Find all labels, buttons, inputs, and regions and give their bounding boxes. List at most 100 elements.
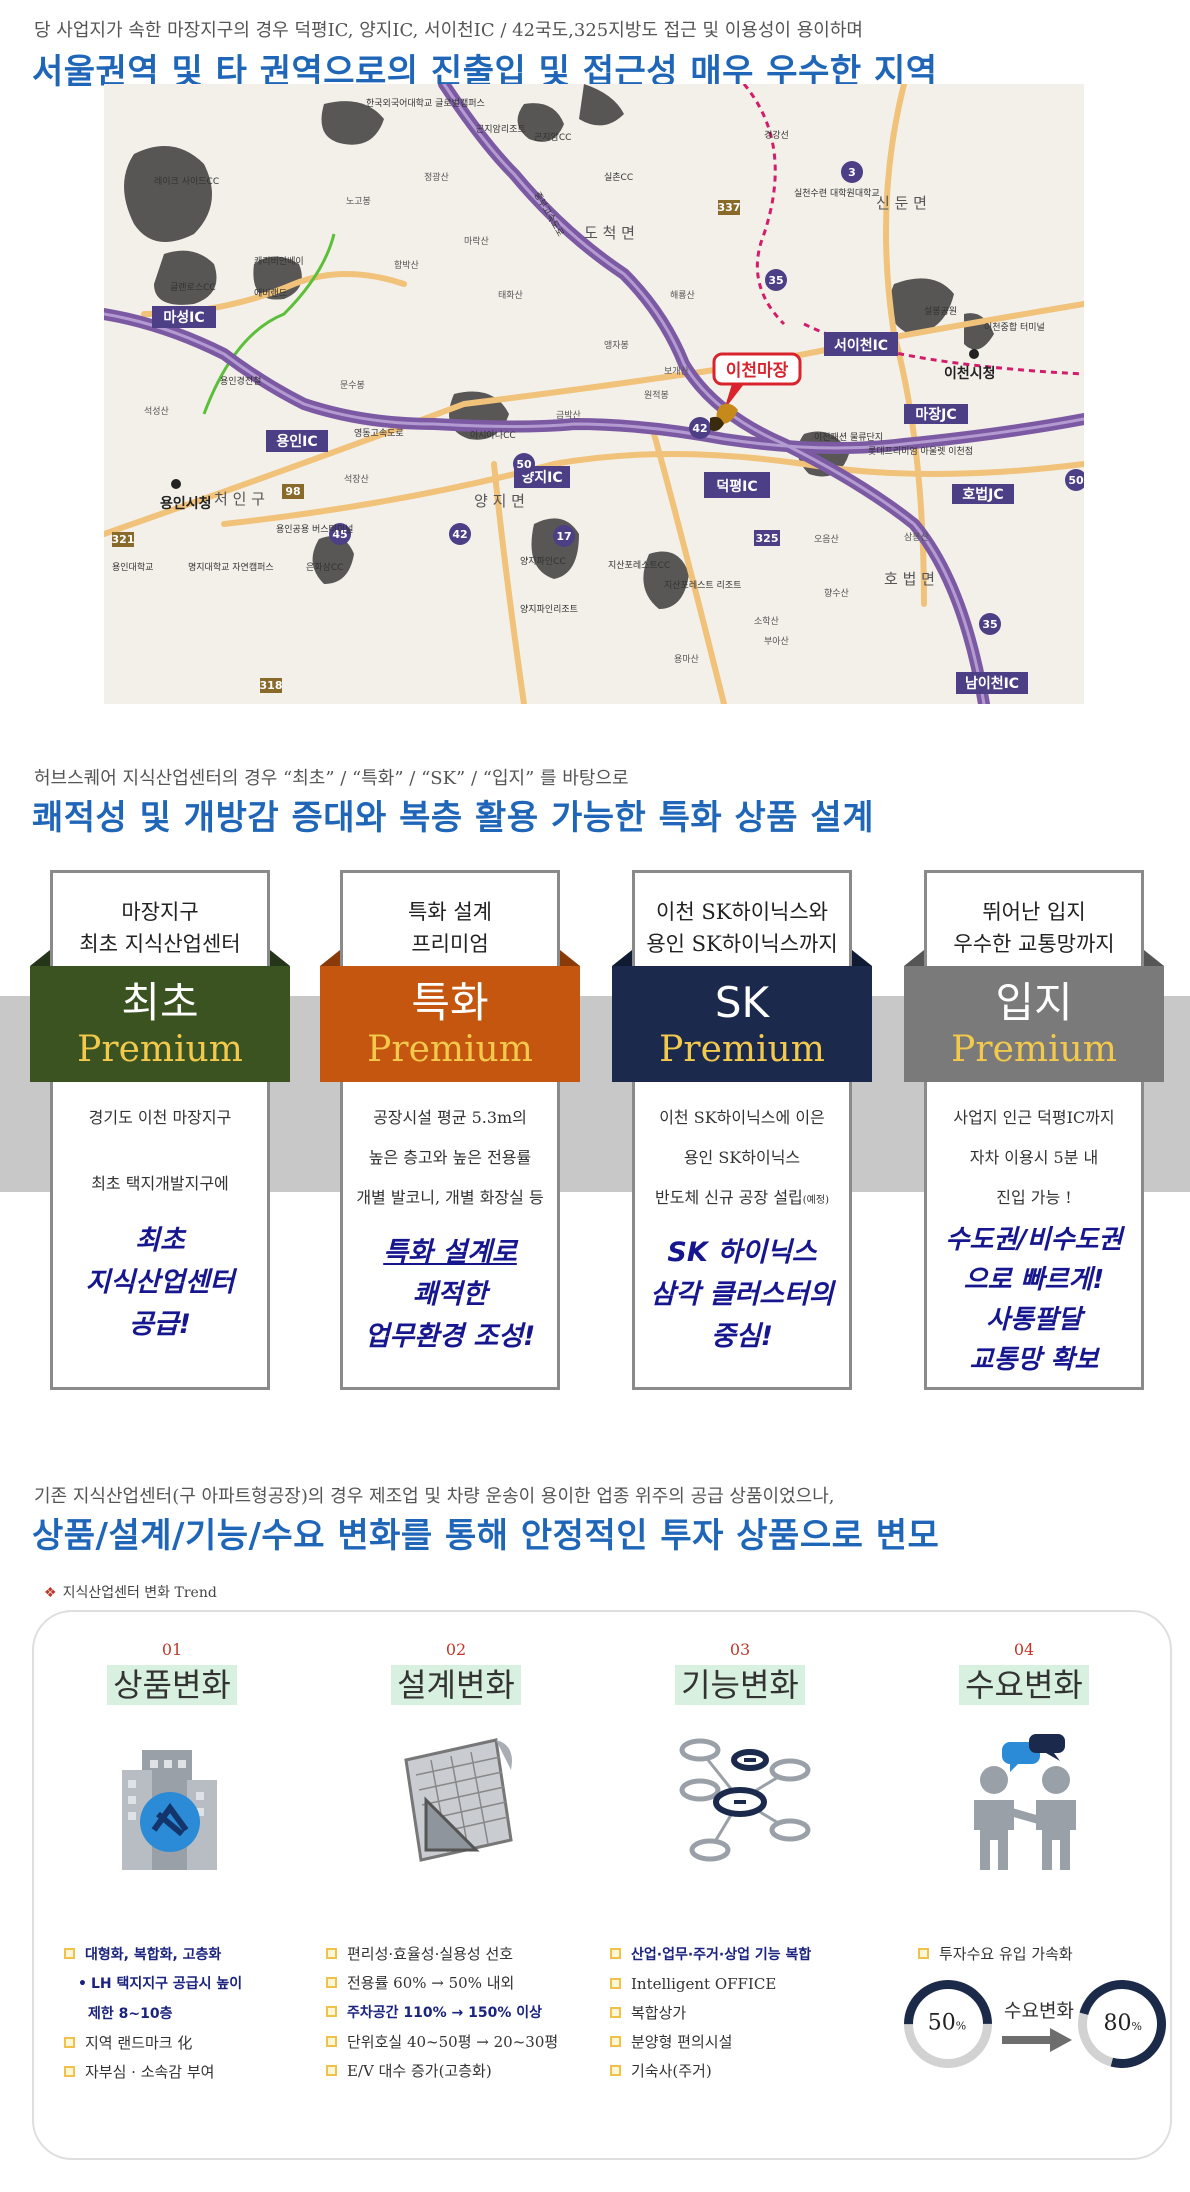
site-marker: 이천마장 xyxy=(710,352,802,432)
card-body: 공장시설 평균 5.3m의 높은 층고와 높은 전용률 개별 발코니, 개별 화… xyxy=(340,1098,560,1218)
road-number: 321 xyxy=(112,533,135,546)
card-highlight-line: 중심! xyxy=(711,1321,773,1352)
card-body-line: 공장시설 평균 5.3m의 xyxy=(373,1108,527,1127)
trend-label: ❖지식산업센터 변화 Trend xyxy=(44,1585,217,1601)
card-ribbon: 입지 Premium xyxy=(904,950,1164,1082)
map-ic-label: 서이천IC xyxy=(834,337,888,354)
road-number: 50 xyxy=(1068,474,1084,487)
card-premium-label: Premium xyxy=(77,1029,243,1070)
map-place: 용인경전철 xyxy=(220,375,261,387)
trend-title: 상품변화 xyxy=(107,1665,237,1705)
trend-title: 기능변화 xyxy=(675,1665,805,1705)
card-body-line: 최초 택지개발지구에 xyxy=(91,1174,229,1193)
card-head-line: 용인 SK하이닉스까지 xyxy=(646,932,838,956)
premium-card-special: 특화 설계 프리미엄 특화 Premium 공장시설 평균 5.3m의 높은 층… xyxy=(320,870,580,1390)
checkbox-icon xyxy=(326,1947,337,1959)
trend-list-design: 편리성·효율성·실용성 선호 전용률 60% → 50% 내외 주차공간 110… xyxy=(326,1940,616,2086)
trend-item: 분양형 편의시설 xyxy=(610,2028,900,2057)
road-number: 35 xyxy=(982,618,997,631)
map-mountain: 마락산 xyxy=(464,235,489,247)
card-body-note: (예정) xyxy=(802,1195,829,1206)
checkbox-icon xyxy=(610,2035,621,2047)
trend-number: 01 xyxy=(161,1640,183,1659)
card-body-line: 개별 발코니, 개별 화장실 등 xyxy=(356,1188,544,1207)
checkbox-icon xyxy=(610,2006,621,2018)
road-number: 42 xyxy=(452,528,467,541)
card-highlight-line: 공급! xyxy=(129,1309,191,1340)
road-number: 42 xyxy=(692,422,707,435)
road-number: 35 xyxy=(768,274,783,287)
map-place: 아시아나CC xyxy=(470,430,516,441)
arrow-right-icon xyxy=(1002,2028,1072,2052)
card-head-line: 특화 설계 xyxy=(408,900,492,924)
map-mountain: 향수산 xyxy=(824,587,849,599)
card-frame xyxy=(924,870,1144,1390)
checkbox-icon xyxy=(610,1977,621,1989)
card-head: 뛰어난 입지 우수한 교통망까지 xyxy=(924,896,1144,960)
map-mountain: 용마산 xyxy=(674,654,699,665)
trend-column-demand: 04 수요변화 xyxy=(884,1640,1164,1870)
map-mountain: 부아산 xyxy=(764,636,789,647)
map-place: 곤지암CC xyxy=(534,131,571,143)
map-place: 곤지암리조트 xyxy=(476,123,526,135)
map-place: 지산포레스트 리조트 xyxy=(664,580,741,591)
map-mountain: 석성산 xyxy=(144,406,169,417)
road-number: 50 xyxy=(516,458,532,471)
road-number: 3 xyxy=(848,166,856,179)
map-place-icheon-cityhall: 이천시청 xyxy=(944,365,996,382)
checkbox-icon xyxy=(326,2064,337,2076)
map-place: 레이크 사이드CC xyxy=(154,176,219,187)
card-highlight-line: 삼각 클러스터의 xyxy=(650,1279,834,1310)
card-body-line: 사업지 인근 덕평IC까지 xyxy=(953,1108,1115,1127)
map-place: 명지대학교 자연캠퍼스 xyxy=(188,561,274,573)
map-place: 경강선 xyxy=(764,129,789,141)
map-district: 처 인 구 xyxy=(214,490,265,508)
card-highlight-line: 사통팔달 xyxy=(986,1305,1082,1335)
trend-title: 설계변화 xyxy=(391,1665,521,1705)
checkbox-icon xyxy=(610,2064,621,2076)
map-place: 양지파인리조트 xyxy=(520,604,578,615)
map-place: 이천패션 물류단지 xyxy=(814,432,883,443)
network-icon xyxy=(679,1738,811,1862)
map-mountain: 소학산 xyxy=(754,616,779,627)
trend-item: LH 택지지구 공급시 높이 xyxy=(64,1970,354,1999)
card-head-line: 마장지구 xyxy=(121,900,199,924)
premium-card-sk: 이천 SK하이닉스와 용인 SK하이닉스까지 SK Premium 이천 SK하… xyxy=(612,870,872,1390)
checkbox-icon xyxy=(326,2005,337,2017)
map-place-yongin-cityhall: 용인시청 xyxy=(160,495,212,512)
card-big-label: 최초 xyxy=(121,978,199,1027)
card-highlight-line: 쾌적한 xyxy=(412,1279,488,1310)
map-place: 실촌CC xyxy=(604,172,633,183)
trend-number: 03 xyxy=(729,1640,751,1659)
map-ic-label: 남이천IC xyxy=(965,675,1019,692)
card-head-line: 프리미엄 xyxy=(411,932,489,956)
map-place: 지산포레스트CC xyxy=(608,560,670,571)
premium-card-first: 마장지구 최초 지식산업센터 최초 Premium 경기도 이천 마장지구 최초… xyxy=(30,870,290,1390)
trend-item: 산업·업무·주거·상업 기능 복합 xyxy=(610,1940,900,1970)
road-number: 318 xyxy=(260,679,283,692)
card-body: 사업지 인근 덕평IC까지 자차 이용시 5분 내 진입 가능 ! xyxy=(924,1098,1144,1218)
map-district: 양 지 면 xyxy=(474,492,525,510)
card-frame xyxy=(340,870,560,1390)
trend-list-function: 산업·업무·주거·상업 기능 복합 Intelligent OFFICE 복합상… xyxy=(610,1940,900,2086)
card-frame xyxy=(632,870,852,1390)
building-icon xyxy=(122,1750,217,1870)
trend-column-design: 02 설계변화 xyxy=(316,1640,596,1862)
card-highlight: SK 하이닉스 삼각 클러스터의 중심! xyxy=(632,1232,852,1358)
trend-item: 편리성·효율성·실용성 선호 xyxy=(326,1940,616,1969)
map-mountain: 석장산 xyxy=(344,474,369,485)
map-place: 용인공용 버스터미널 xyxy=(276,524,353,535)
card-ribbon: 특화 Premium xyxy=(320,950,580,1082)
trend-list-demand: 투자수요 유입 가속화 xyxy=(918,1940,1190,1969)
card-highlight-line: SK 하이닉스 xyxy=(667,1237,817,1268)
blueprint-icon xyxy=(404,1738,513,1862)
map-place: 글렌로스CC xyxy=(170,282,216,293)
card-highlight-line: 지식산업센터 xyxy=(85,1267,235,1298)
trend-item: 복합상가 xyxy=(610,1999,900,2028)
location-map: 마성IC 용인IC 양지IC 덕평IC 서이천IC 마장JC 호법JC 남이천I… xyxy=(104,84,1084,704)
road-number: 325 xyxy=(756,532,779,545)
card-ribbon: SK Premium xyxy=(612,950,872,1082)
card-body-line: 이천 SK하이닉스에 이은 xyxy=(659,1108,825,1127)
trend-list-product: 대형화, 복합화, 고층화 LH 택지지구 공급시 높이 제한 8~10층 지역… xyxy=(64,1940,354,2087)
map-mountain: 해룡산 xyxy=(670,290,695,301)
